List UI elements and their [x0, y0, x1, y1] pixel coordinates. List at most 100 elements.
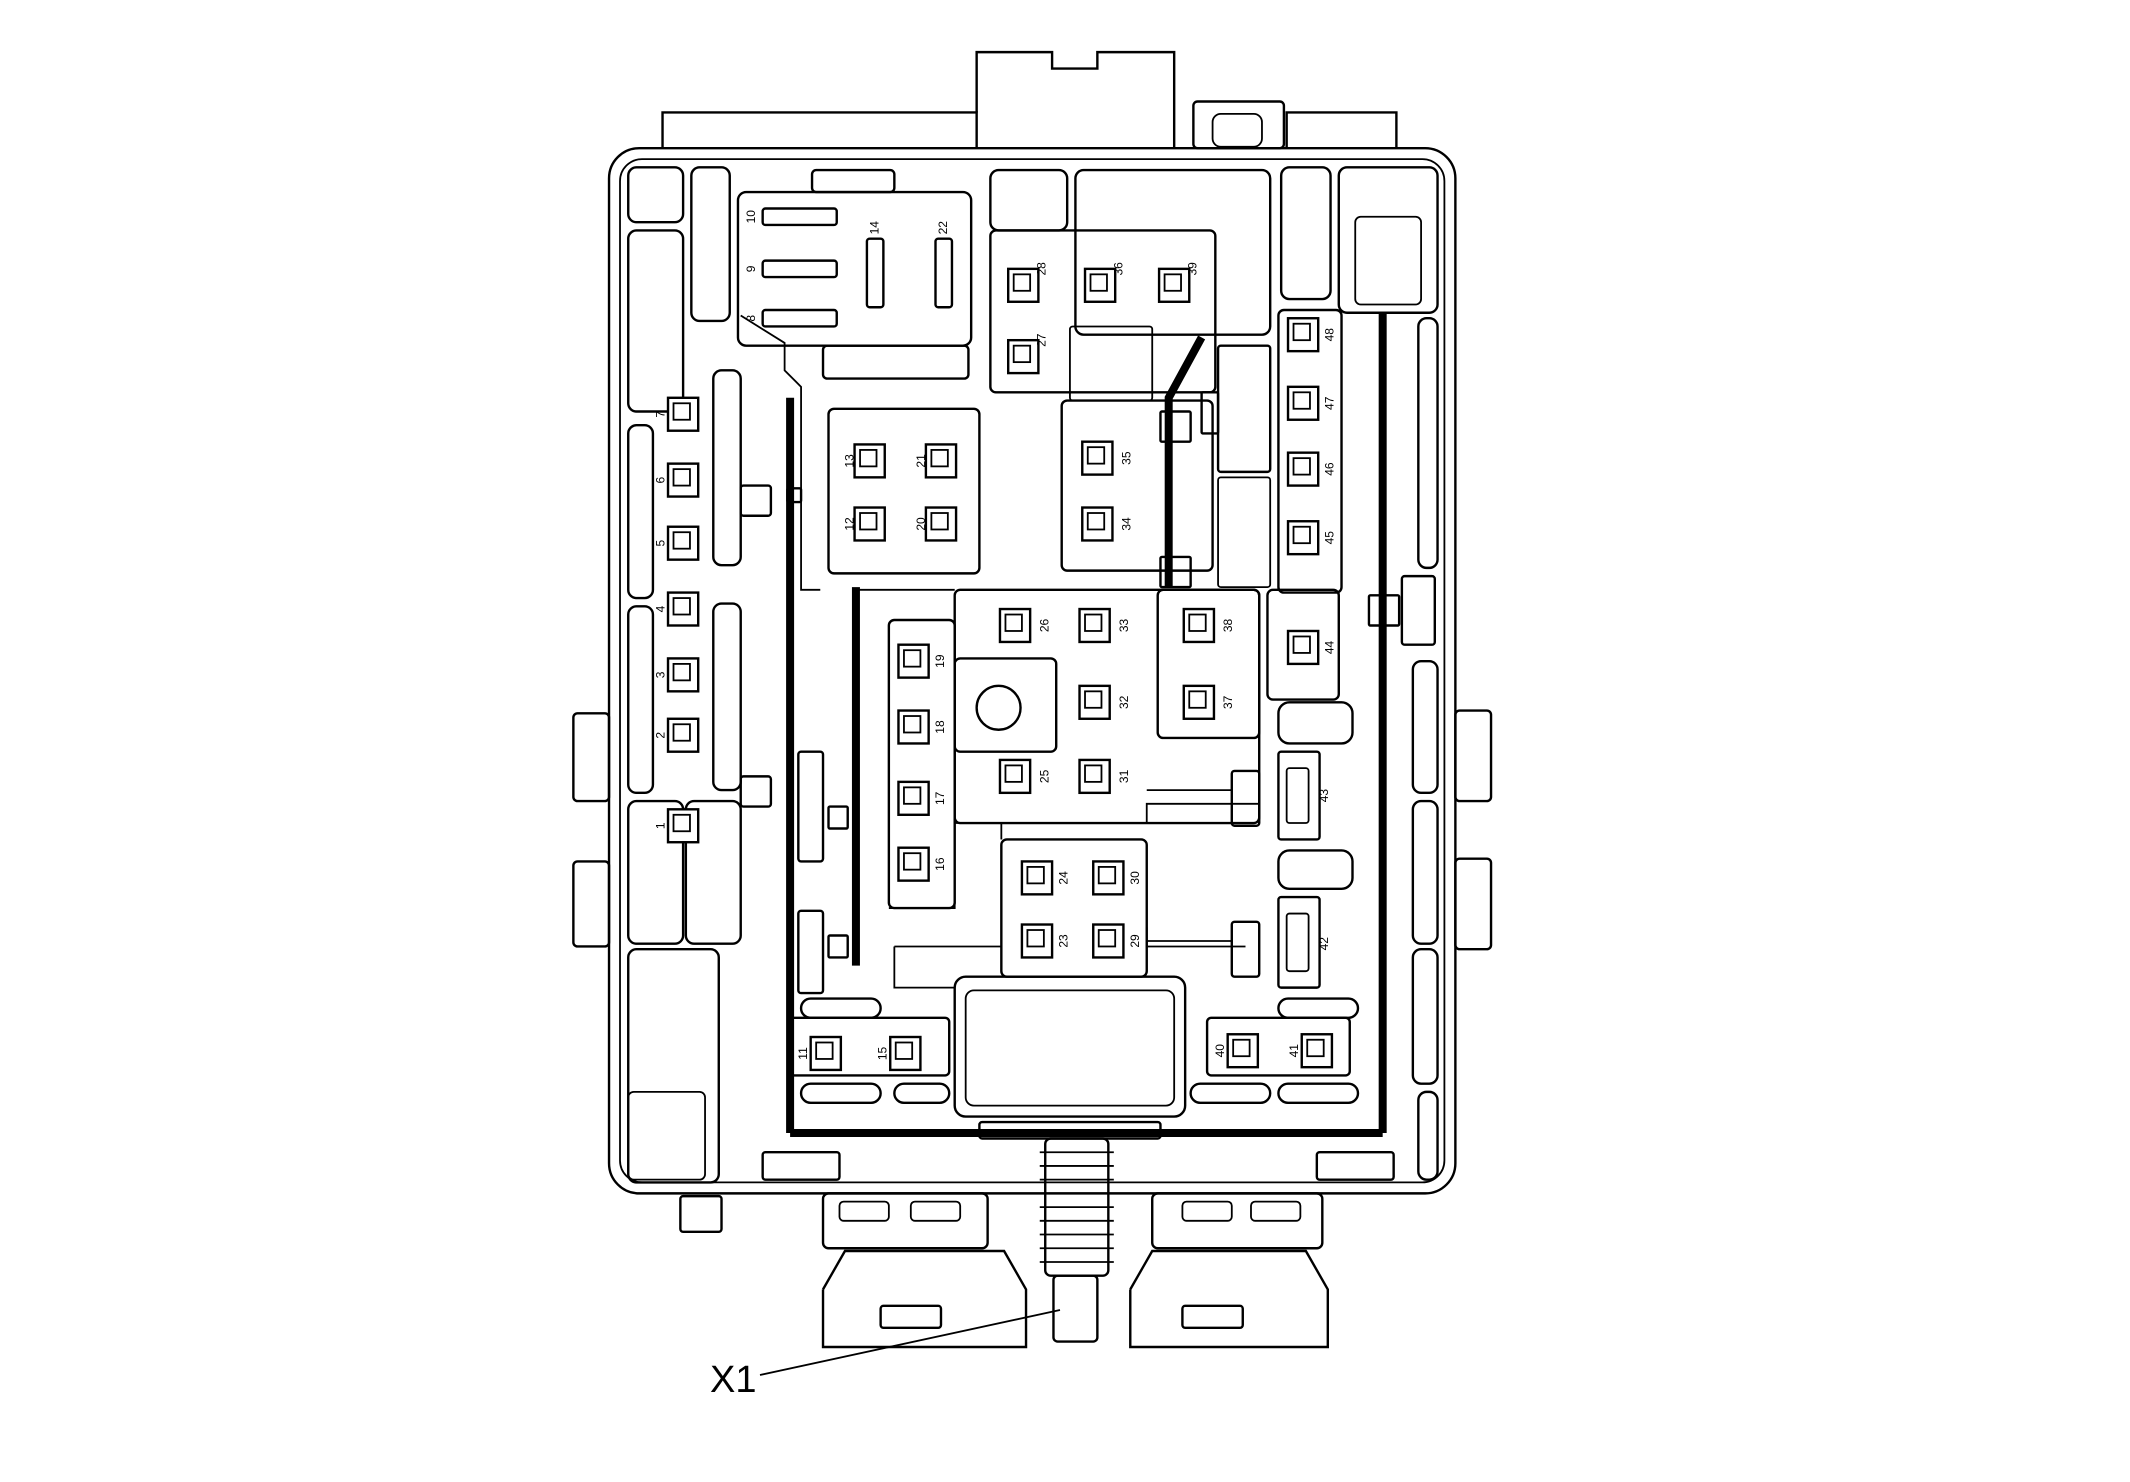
fuse-label-20: 20 [914, 517, 928, 531]
top-tab-right [1192, 100, 1286, 150]
relay-pin-label-10: 10 [744, 210, 758, 224]
fuse-slot-34 [1081, 506, 1114, 542]
relay-blade [865, 237, 885, 309]
top-right-block [989, 229, 1217, 394]
side-latch [572, 860, 611, 948]
fuse-label-45: 45 [1323, 531, 1337, 545]
fuse-slot-terminal [1292, 525, 1311, 545]
top-tab-right-slot [1211, 112, 1263, 148]
relay-blade [934, 237, 954, 309]
housing-outer [607, 146, 1457, 1195]
relay-pin-label-14: 14 [867, 221, 881, 235]
fuse-slot-terminal [930, 449, 949, 468]
fuse-slot-19 [897, 643, 930, 679]
fuse-slot-6 [666, 462, 700, 498]
relay-43-housing [1277, 750, 1321, 841]
fuse-slot-5 [666, 525, 700, 561]
fuse-slot-terminal [1004, 764, 1023, 783]
right-column-block [1277, 308, 1343, 594]
fuse-slot-terminal [1232, 1038, 1251, 1058]
fuse-slot-terminal [859, 449, 878, 468]
left-channel [712, 369, 742, 567]
fuse-slot-terminal [1089, 273, 1108, 292]
relay-blade [761, 207, 838, 227]
fuse-slot-terminal [672, 468, 691, 487]
bottom-oval [1277, 1082, 1360, 1105]
fuse-slot-3 [666, 657, 700, 693]
fuse-slot-terminal [1084, 613, 1103, 632]
harness-latch-right [1181, 1304, 1244, 1330]
fuse-slot-terminal [1097, 866, 1117, 885]
fuse-slot-terminal [672, 597, 691, 616]
fuse-slot-26 [998, 607, 1032, 644]
center-divider [1069, 325, 1154, 402]
center-post-block [953, 657, 1058, 753]
top-block [989, 168, 1069, 232]
fuse-label-30: 30 [1128, 871, 1142, 885]
fuse-slot-4 [666, 591, 700, 627]
fuse-slot-25 [998, 758, 1032, 795]
fuse-slot-terminal [672, 723, 691, 742]
bottom-harness-slot [1250, 1200, 1302, 1222]
side-latch [1454, 857, 1493, 951]
fuse-slot-11 [809, 1035, 843, 1072]
fuse-label-47: 47 [1323, 396, 1337, 410]
fuse-slot-terminal [1004, 613, 1023, 632]
fuse-slot-16 [897, 846, 930, 882]
fuse-slot-17 [897, 780, 930, 816]
right-divider [1217, 476, 1272, 588]
fuse-slot-terminal [1188, 613, 1207, 632]
left-channel [712, 602, 742, 792]
fuse-label-33: 33 [1117, 619, 1131, 633]
fuse-label-36: 36 [1111, 262, 1125, 276]
fuse-label-46: 46 [1323, 462, 1337, 476]
fuse-label-6: 6 [653, 476, 667, 483]
routing-line [1145, 802, 1260, 824]
harness-connector-left [821, 1249, 1028, 1349]
bottom-harness-clip [821, 1192, 989, 1250]
right-channel [1411, 948, 1439, 1085]
fuse-slot-38 [1182, 607, 1216, 644]
relay-42-plug [1230, 920, 1261, 978]
small-tab [797, 909, 825, 995]
relay-42-housing [1277, 895, 1321, 989]
fuse-slot-13 [853, 443, 886, 479]
fuse-slot-outline [1092, 860, 1125, 896]
small-tab [1400, 574, 1436, 646]
fuse-label-3: 3 [653, 671, 667, 678]
fuse-slot-terminal [672, 402, 691, 421]
fuse-slot-terminal [1292, 635, 1311, 654]
mount-foot [679, 1194, 723, 1233]
top-tab-far-right [1285, 111, 1398, 149]
relay-label-42: 42 [1317, 937, 1331, 951]
fuse-slot-terminal [1012, 344, 1032, 364]
connector-label-x1: X1 [710, 1359, 756, 1401]
fuse-slot-terminal [672, 663, 691, 682]
fuse-label-35: 35 [1120, 451, 1134, 465]
bottom-right-cavity [1205, 1016, 1351, 1077]
fuse-label-12: 12 [843, 517, 857, 531]
relay-pin-label-22: 22 [936, 221, 950, 235]
routing-line [888, 822, 1003, 909]
fuse-slot-terminal [672, 531, 691, 550]
fuse-label-17: 17 [933, 791, 947, 805]
fuse-slot-36 [1083, 267, 1117, 303]
fuse-label-15: 15 [876, 1046, 890, 1060]
fuse-slot-45 [1286, 520, 1320, 556]
fuse-slot-23 [1020, 923, 1054, 959]
relay-42-inner [1285, 912, 1310, 973]
harness-connector-right [1129, 1249, 1330, 1349]
fuse-label-16: 16 [933, 857, 947, 871]
bottom-harness-slot [838, 1200, 890, 1222]
right-channel [1279, 166, 1332, 301]
fuse-slots [666, 267, 1334, 1072]
center-post [975, 684, 1022, 731]
right-44-block [1266, 588, 1340, 701]
fuse-slot-33 [1078, 607, 1111, 644]
relay-pin-label-8: 8 [744, 315, 758, 322]
fuse-slot-20 [924, 506, 958, 542]
fuse-block-outline [572, 50, 1493, 1349]
fuse-slot-terminal [930, 512, 949, 531]
relay-43-plug [1230, 769, 1261, 827]
fuse-slot-terminal [1163, 273, 1182, 292]
